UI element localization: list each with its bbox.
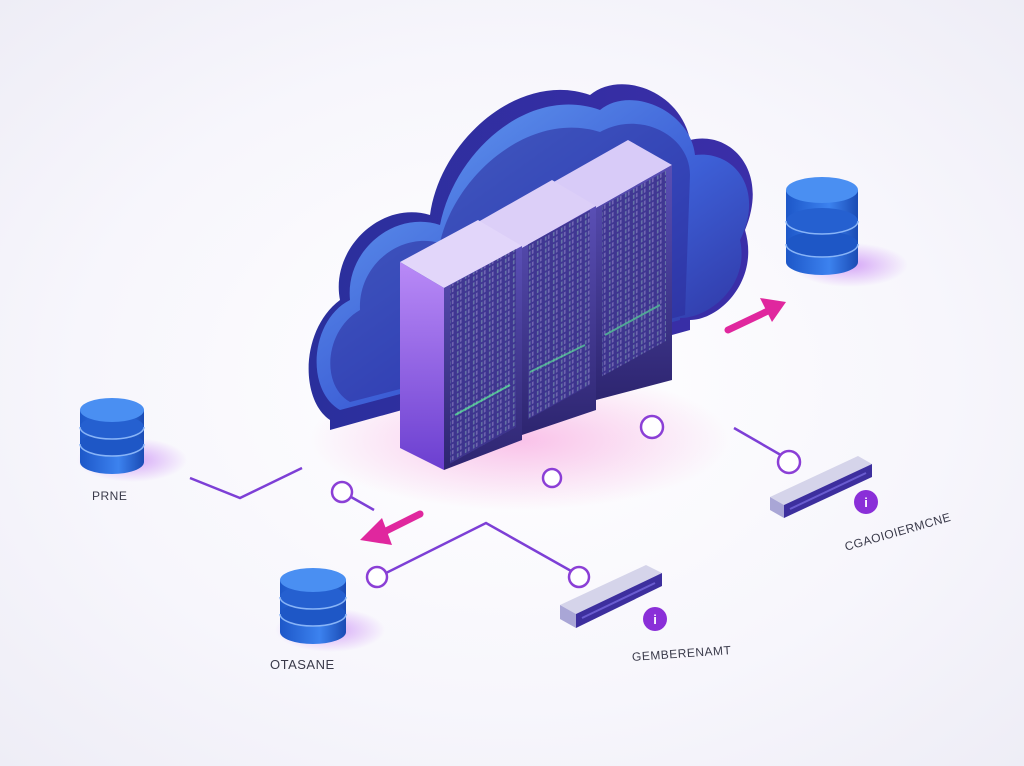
connector-lines bbox=[189, 426, 787, 579]
svg-text:i: i bbox=[653, 612, 657, 627]
database-left bbox=[77, 398, 187, 482]
database-bottom-label: OTASANE bbox=[270, 657, 335, 672]
database-right bbox=[785, 177, 908, 287]
network-switch-icon bbox=[770, 456, 872, 518]
connection-nodes bbox=[330, 414, 802, 589]
info-badge-icon: i bbox=[854, 490, 878, 514]
network-switch-icon bbox=[560, 565, 662, 628]
server-rack-icon bbox=[400, 140, 672, 470]
svg-text:i: i bbox=[864, 495, 868, 510]
database-bottom bbox=[275, 568, 385, 652]
info-badge-icon: i bbox=[643, 607, 667, 631]
arrow-icon bbox=[360, 298, 786, 545]
database-left-label: PRNE bbox=[92, 489, 128, 503]
